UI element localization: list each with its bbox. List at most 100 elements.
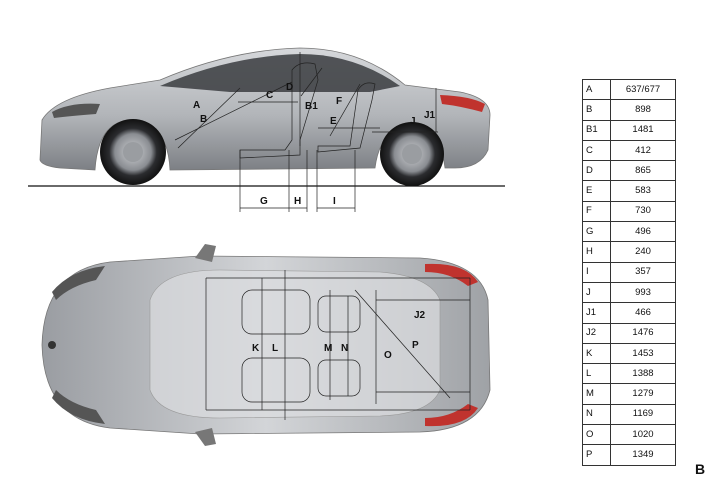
headlight xyxy=(52,103,100,118)
front-hub xyxy=(123,142,143,162)
label-j2: J2 xyxy=(414,310,426,321)
dimension-value: 1169 xyxy=(610,403,676,426)
left-mirror xyxy=(195,244,216,262)
dimension-value: 865 xyxy=(610,160,676,182)
top-left-front-seat xyxy=(241,289,311,335)
label-d: D xyxy=(286,82,293,93)
dimension-value: 240 xyxy=(610,241,676,263)
dimension-value: 1279 xyxy=(610,383,676,405)
dimension-value: 1481 xyxy=(610,119,676,141)
dimension-code: L xyxy=(582,363,611,385)
rear-hub xyxy=(402,144,422,164)
page-letter: B xyxy=(695,461,706,477)
dimension-code: I xyxy=(582,261,611,283)
side-view: A B B1 C D E F J J1 G H I xyxy=(28,47,505,212)
label-p: P xyxy=(412,340,419,351)
dimension-value: 898 xyxy=(610,99,676,121)
dimension-code: K xyxy=(582,342,611,365)
dimension-code: J2 xyxy=(582,322,611,344)
label-b1: B1 xyxy=(305,101,318,112)
rear-seat xyxy=(317,82,376,153)
label-o: O xyxy=(384,350,392,361)
dimension-code: P xyxy=(582,444,611,466)
top-right-rear-seat xyxy=(317,359,361,397)
label-j: J xyxy=(410,116,416,127)
label-n: N xyxy=(341,343,348,354)
dimension-value: 637/677 xyxy=(610,78,676,101)
top-roof xyxy=(149,269,441,419)
label-g: G xyxy=(260,196,268,207)
dimension-value: 993 xyxy=(610,281,676,304)
right-taillight xyxy=(425,404,478,427)
label-e: E xyxy=(330,116,337,127)
dimension-code: N xyxy=(582,403,611,426)
label-b: B xyxy=(200,114,207,125)
label-a: A xyxy=(193,100,200,111)
dimension-code: H xyxy=(582,241,611,263)
dimension-value: 1020 xyxy=(610,424,676,446)
brand-logo xyxy=(48,341,56,349)
dimension-code: M xyxy=(582,383,611,405)
dimension-value: 1388 xyxy=(610,363,676,385)
dimension-value: 357 xyxy=(610,261,676,283)
front-left-headlight xyxy=(52,266,105,300)
label-c: C xyxy=(266,90,273,101)
taillight xyxy=(440,95,485,112)
label-l: L xyxy=(272,343,278,354)
label-h: H xyxy=(294,196,301,207)
dimension-code: J1 xyxy=(582,302,611,324)
dimension-code: D xyxy=(582,160,611,182)
top-right-front-seat xyxy=(241,357,311,403)
dimension-value: 730 xyxy=(610,200,676,223)
top-left-rear-seat xyxy=(317,295,361,333)
dimension-value: 1349 xyxy=(610,444,676,466)
label-m: M xyxy=(324,343,332,354)
dim-line-f xyxy=(329,83,361,137)
dimension-value: 496 xyxy=(610,221,676,243)
label-j1: J1 xyxy=(424,110,436,121)
dimension-code: B1 xyxy=(582,119,611,141)
dimension-code: O xyxy=(582,424,611,446)
dim-line-d xyxy=(300,67,323,97)
dimension-value: 412 xyxy=(610,139,676,162)
label-i: I xyxy=(333,196,336,207)
dimension-code: J xyxy=(582,281,611,304)
dimension-value: 1453 xyxy=(610,342,676,365)
side-window xyxy=(160,54,400,92)
dimension-value: 466 xyxy=(610,302,676,324)
dimension-code: F xyxy=(582,200,611,223)
left-taillight xyxy=(425,263,478,286)
dimension-code: B xyxy=(582,99,611,121)
dimension-code: C xyxy=(582,139,611,162)
dimension-code: G xyxy=(582,221,611,243)
front-right-headlight xyxy=(52,390,105,424)
dimension-code: E xyxy=(582,180,611,202)
dimension-code: A xyxy=(582,78,611,101)
dim-line-a xyxy=(177,87,241,149)
dim-line-b xyxy=(174,81,293,141)
right-mirror xyxy=(195,428,216,446)
dimension-value: 1476 xyxy=(610,322,676,344)
dim-line-p xyxy=(354,289,451,399)
top-view: J2 K L M N O P xyxy=(41,244,491,446)
